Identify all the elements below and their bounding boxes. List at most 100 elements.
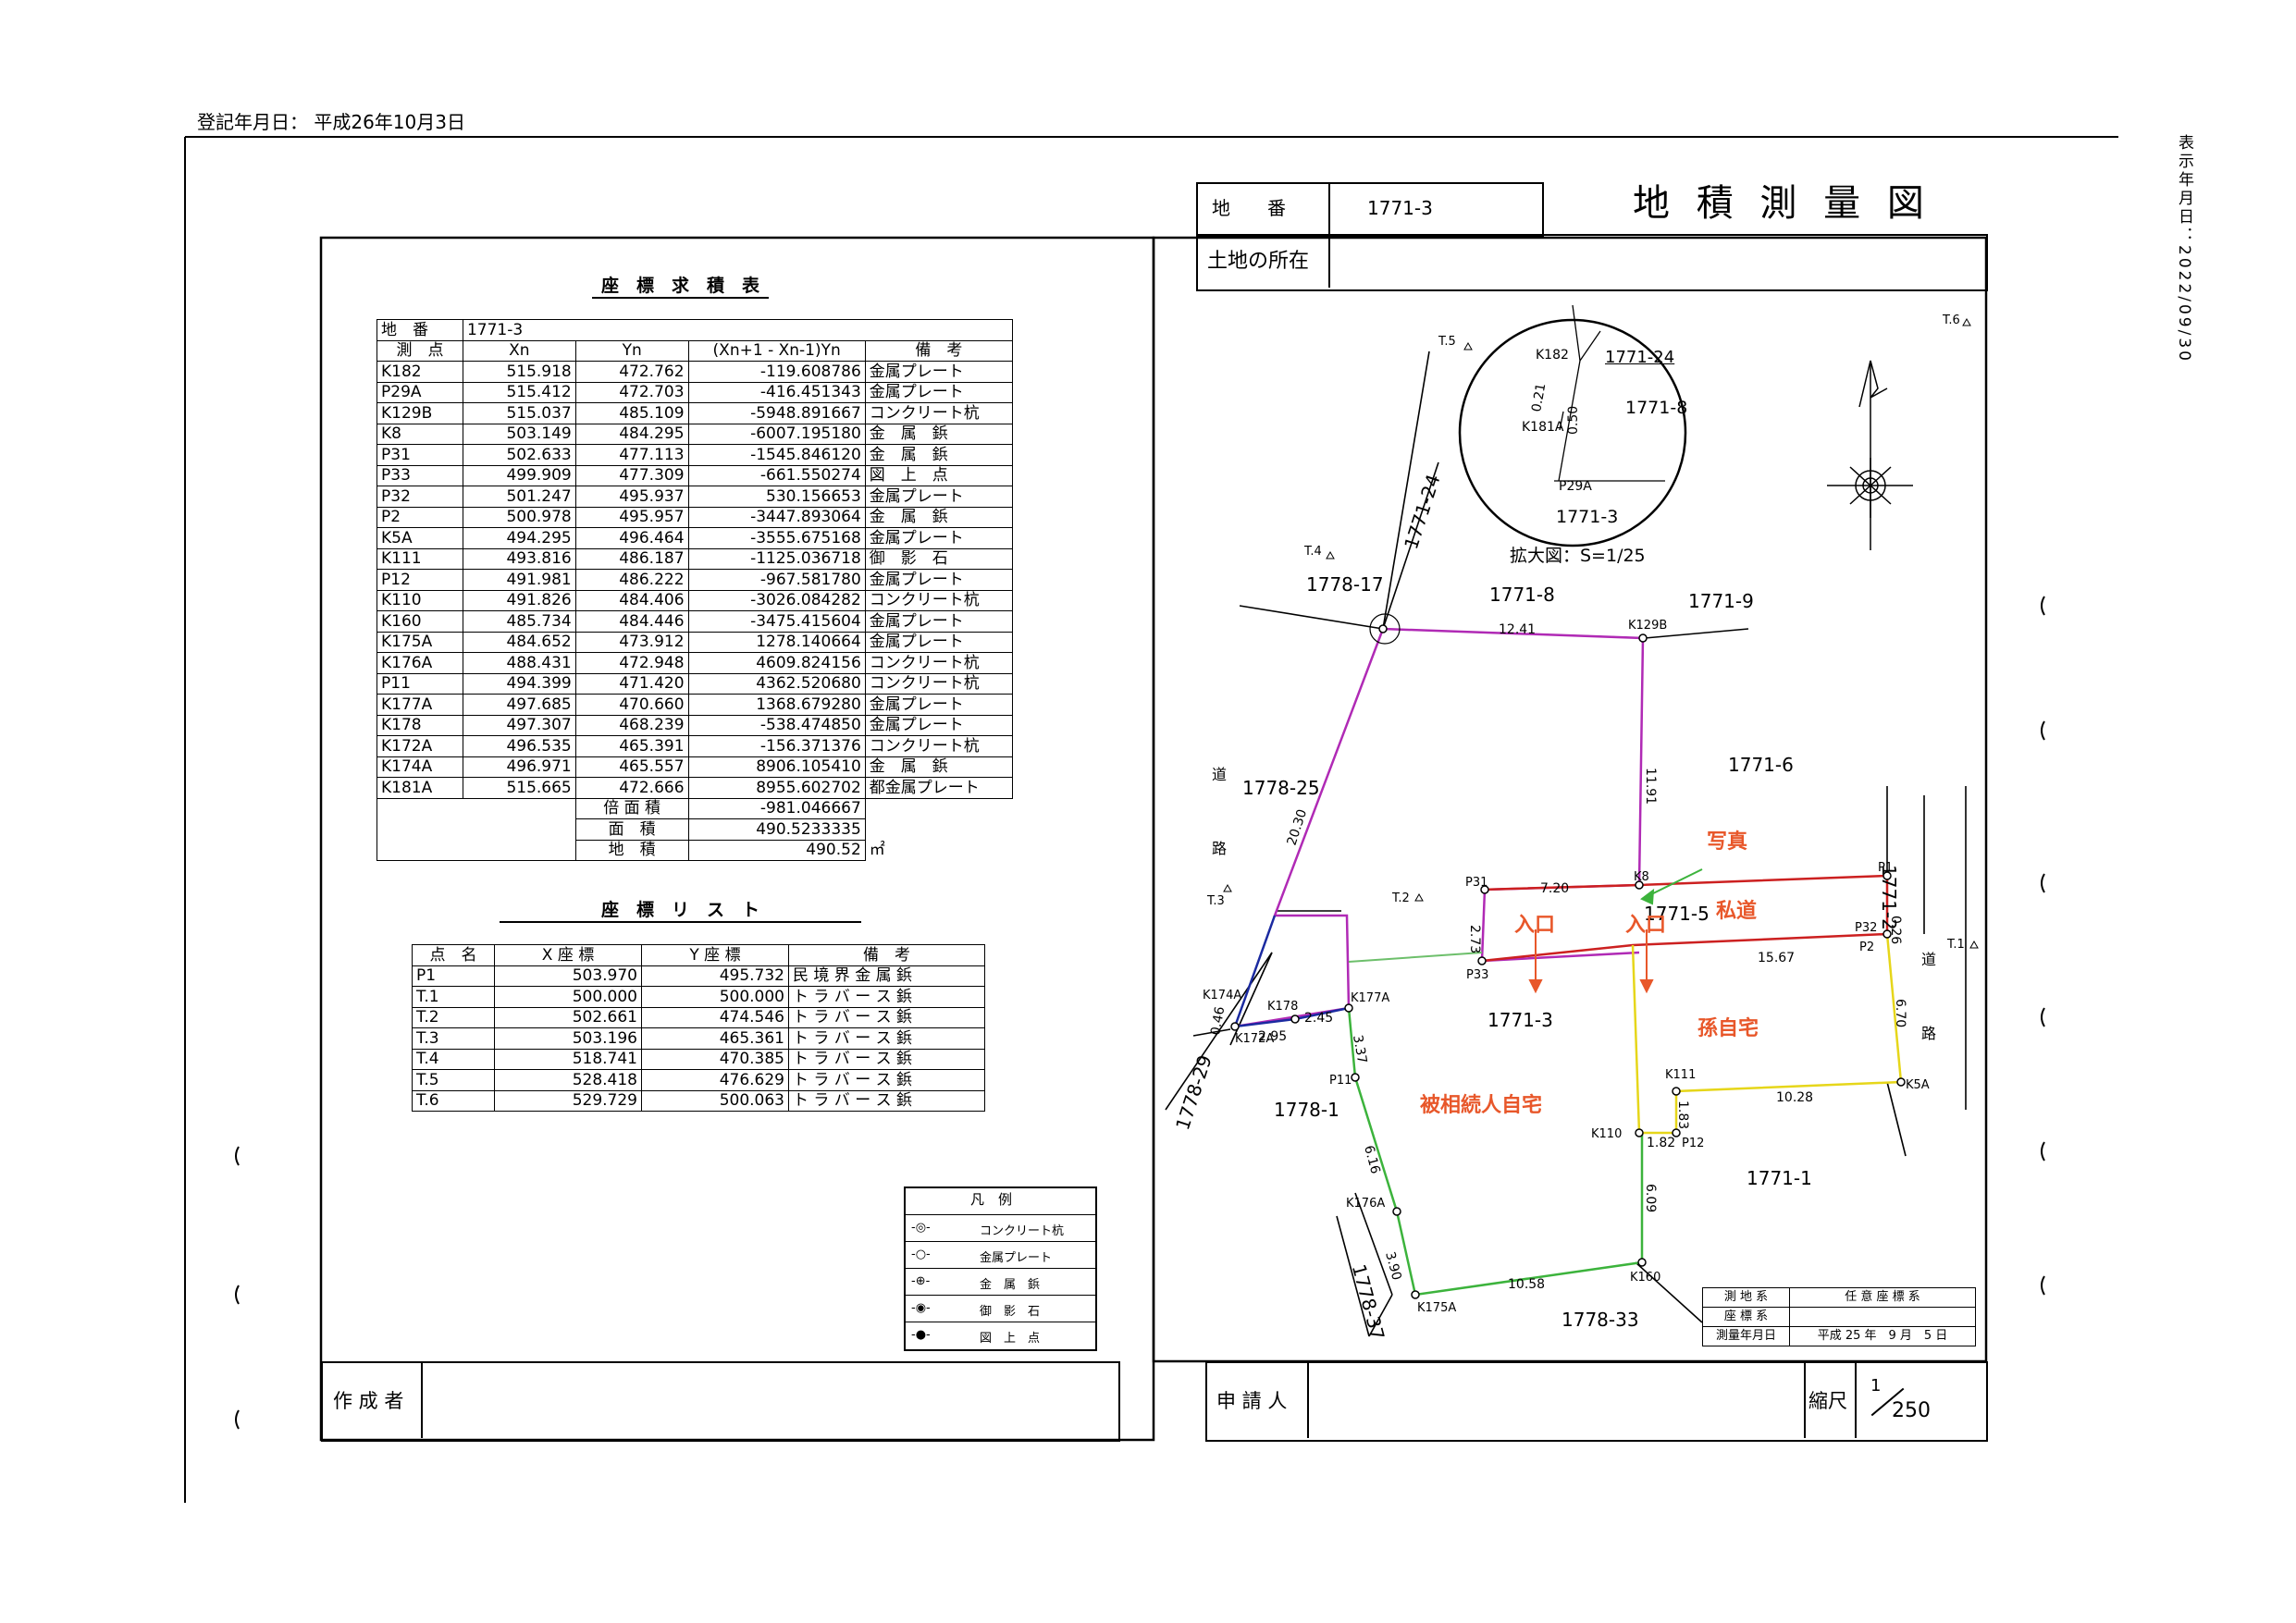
total-label: 地 積 [574, 839, 689, 861]
legend-label: 金 属 鋲 [980, 1278, 1041, 1292]
blank-cell [376, 840, 576, 861]
table-cell: コンクリート杭 [864, 589, 1014, 611]
table-cell: 任 意 座 標 系 [1789, 1287, 1976, 1308]
parcel-label: 1778-1 [1274, 1099, 1339, 1121]
svg-text:12.41: 12.41 [1499, 622, 1536, 637]
legend-item: -○-金属プレート [906, 1241, 1095, 1269]
svg-text:K129B: K129B [1628, 619, 1667, 633]
zoom-parcel: 1771-8 [1625, 398, 1688, 418]
table-cell: 515.665 [462, 777, 576, 799]
table-cell: 491.826 [462, 589, 576, 611]
table-cell: ト ラ バ ー ス 鋲 [788, 1089, 985, 1112]
table-cell: 497.685 [462, 694, 576, 716]
coord-list-title: 座 標 リ ス ト [500, 902, 862, 923]
parcel-label: 1778-33 [1562, 1309, 1639, 1331]
blank-cell [376, 798, 576, 819]
boundary-magenta [1382, 627, 1645, 963]
table-cell: 486.222 [574, 569, 689, 591]
document-title: 地 積 測 量 図 [1633, 182, 1932, 225]
legend-symbol-icon: -○- [911, 1248, 931, 1261]
table-cell: コンクリート杭 [864, 402, 1014, 424]
legend-item: -◉-御 影 石 [906, 1295, 1095, 1322]
annotation-entrance-2: 入口 [1625, 914, 1667, 937]
side-stamp: 表示年月日：2022/09/30 [2175, 134, 2193, 363]
legend-symbol-icon: -◉- [911, 1301, 931, 1315]
zoom-parcel: 1771-3 [1556, 507, 1619, 527]
svg-text:K5A: K5A [1906, 1078, 1930, 1092]
boundary-red [1481, 874, 1889, 963]
svg-text:0.21: 0.21 [1529, 382, 1549, 412]
legend-title: 凡 例 [970, 1191, 1013, 1208]
total-value: 490.5233335 [687, 818, 866, 841]
table-cell: 測量年月日 [1702, 1326, 1790, 1346]
table-cell: 金 属 鋲 [864, 756, 1014, 778]
location-box [1196, 234, 1988, 291]
table-cell: 平成 25 年 9 月 5 日 [1789, 1326, 1976, 1346]
table-cell: 座 標 系 [1702, 1307, 1790, 1327]
table-cell: 500.000 [494, 986, 642, 1008]
road-label: 路 [1212, 840, 1228, 857]
svg-text:K176A: K176A [1346, 1197, 1385, 1211]
boundary-magenta-left [1234, 628, 1385, 1028]
table-cell: 503.196 [494, 1027, 642, 1050]
registration-date: 登記年月日： 平成26年10月3日 [197, 111, 465, 133]
table-cell: 465.361 [641, 1027, 789, 1050]
table-cell: K177A [376, 694, 463, 716]
table-cell: K176A [376, 652, 463, 674]
scale-numerator: 1 [1870, 1376, 1882, 1396]
lot-number-box [1196, 182, 1544, 238]
table-cell: T.1 [412, 986, 495, 1008]
legend-item: -●-図 上 点 [906, 1322, 1095, 1349]
parcel-label: 1778-17 [1306, 573, 1384, 596]
creator-box [321, 1361, 1120, 1442]
applicant-label: 申 請 人 [1216, 1390, 1288, 1412]
svg-text:0.50: 0.50 [1566, 406, 1581, 435]
table-cell: P1 [412, 965, 495, 987]
table-cell: -3026.084282 [687, 589, 866, 611]
road-label: 路 [1921, 1025, 1937, 1042]
table-row: 測量年月日平成 25 年 9 月 5 日 [1702, 1326, 1976, 1346]
legend-symbol-icon: -◎- [911, 1221, 931, 1235]
table-cell: 民 境 界 金 属 鋲 [788, 965, 985, 987]
svg-text:K174A: K174A [1203, 989, 1241, 1002]
area-head-value: 1771-3 [462, 319, 1014, 341]
table-cell: K175A [376, 631, 463, 653]
table-cell: -5948.891667 [687, 402, 866, 424]
table-cell: 金 属 鋲 [864, 423, 1014, 445]
table-cell: 515.918 [462, 361, 576, 383]
table-cell: 都金属プレート [864, 777, 1014, 799]
total-value: -981.046667 [687, 797, 866, 819]
svg-text:T.1: T.1 [1946, 938, 1965, 952]
svg-text:0.46: 0.46 [1208, 1005, 1228, 1037]
table-cell: 500.978 [462, 506, 576, 528]
boundary-line [1382, 461, 1439, 630]
boundary-blue [1233, 915, 1350, 1028]
table-cell: 496.535 [462, 735, 576, 757]
svg-text:2.95: 2.95 [1258, 1029, 1287, 1044]
lot-label: 地 番 [1212, 197, 1286, 219]
svg-text:T.6: T.6 [1942, 314, 1960, 327]
table-cell: -1125.036718 [687, 547, 866, 570]
svg-text:2.73: 2.73 [1467, 925, 1482, 953]
svg-text:T.5: T.5 [1438, 335, 1456, 349]
legend-box: 凡 例 -◎-コンクリート杭-○-金属プレート-⊕-金 属 鋲-◉-御 影 石-… [904, 1187, 1097, 1351]
legend-item: -◎-コンクリート杭 [906, 1214, 1095, 1242]
area-table: 地 番 1771-3 測 点 Xn Yn (Xn+1 - Xn-1)Yn 備 考… [376, 319, 1014, 861]
survey-points [1230, 624, 1906, 1299]
table-cell: P2 [376, 506, 463, 528]
